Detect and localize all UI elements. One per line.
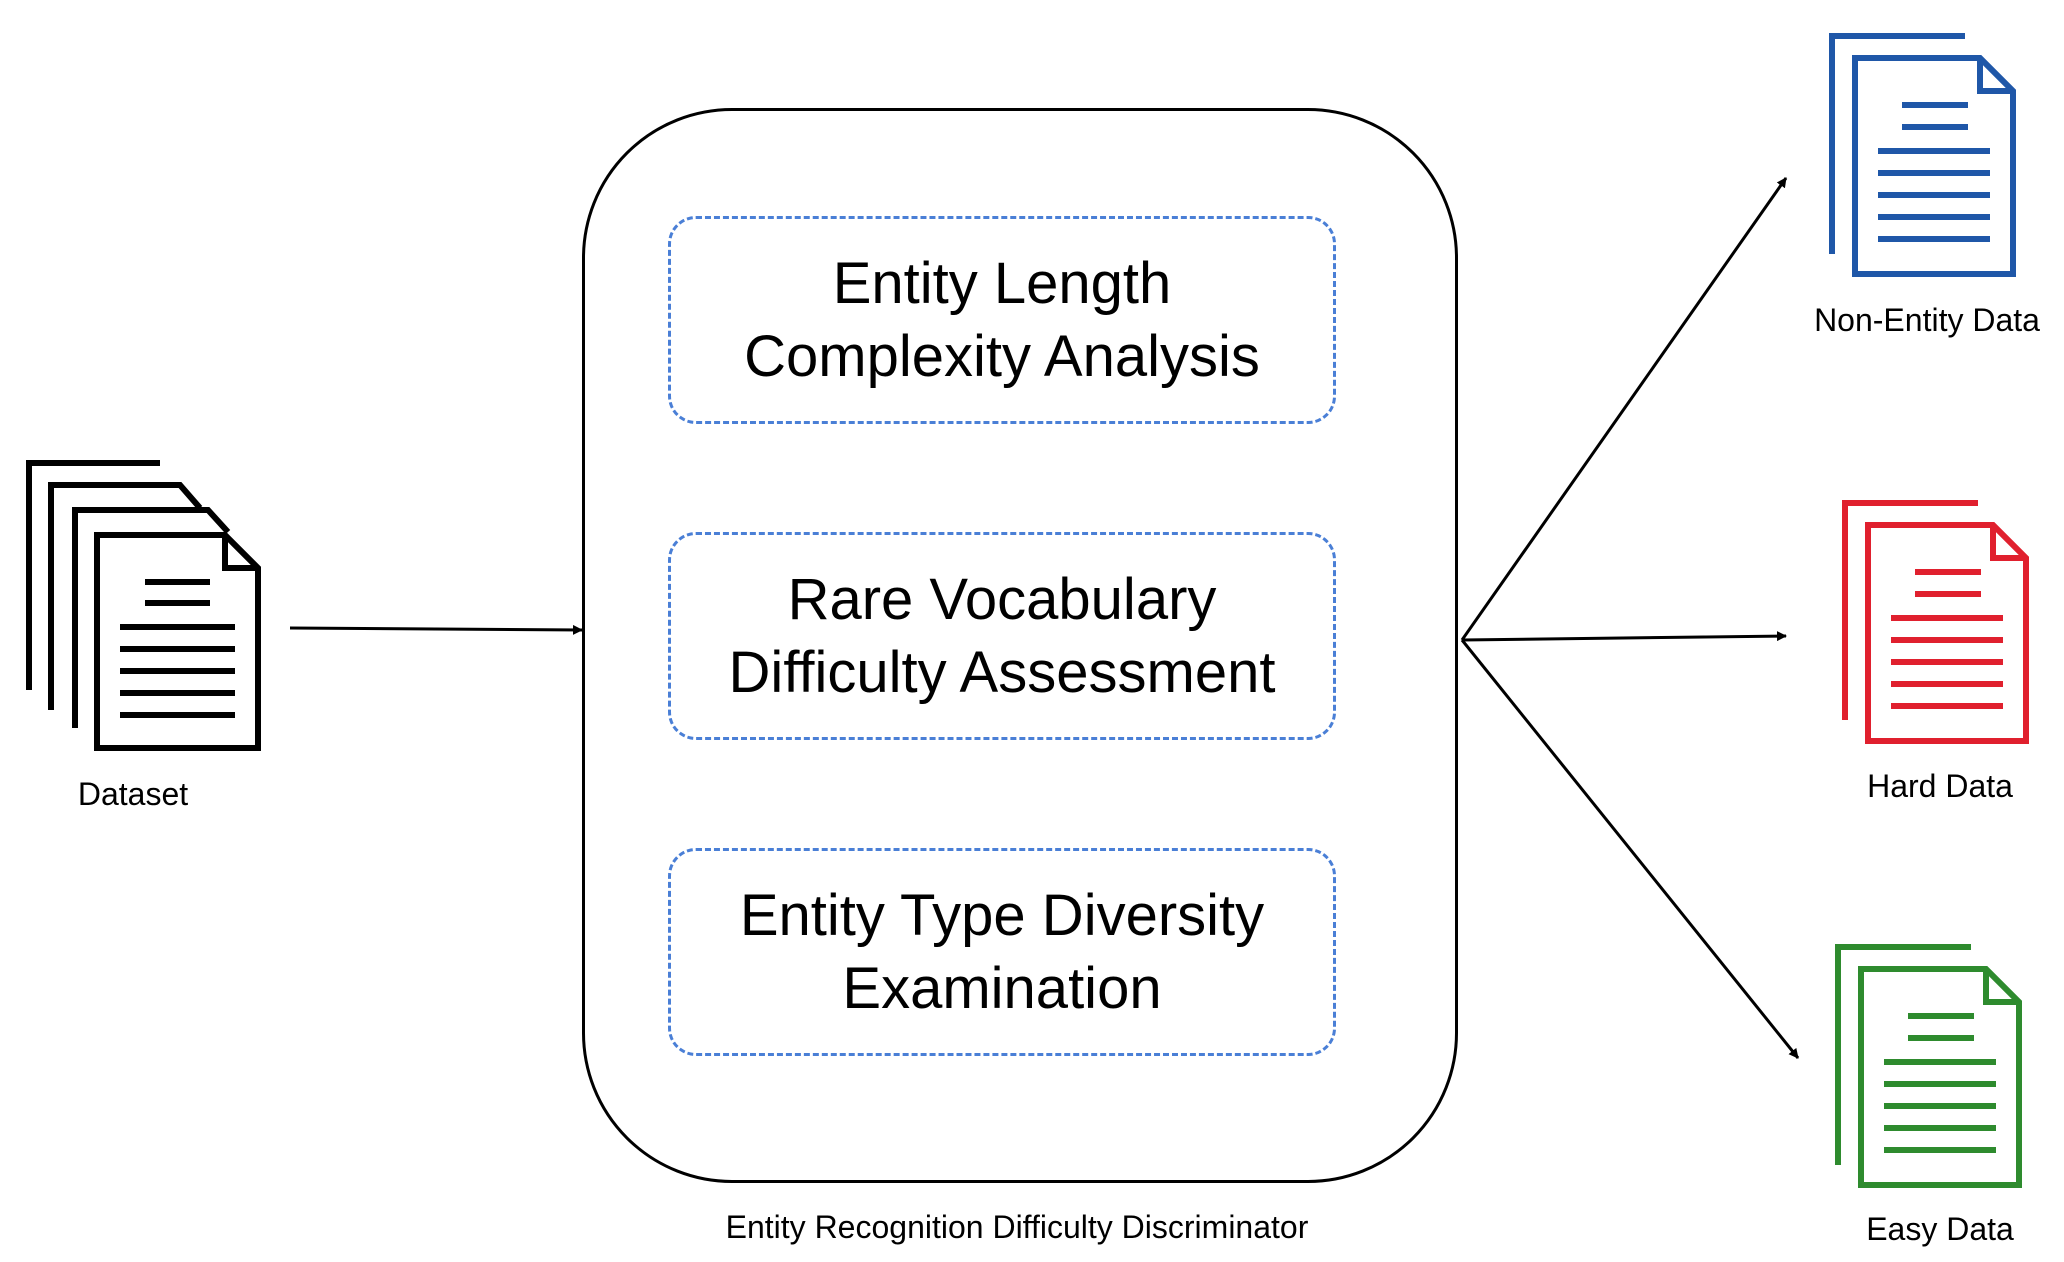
module-line: Rare Vocabulary <box>787 567 1217 632</box>
module-line: Entity Type Diversity <box>739 883 1265 948</box>
discriminator-box <box>582 108 1458 1183</box>
module-line: Difficulty Assessment <box>728 640 1276 705</box>
module-rare-vocabulary: Rare Vocabulary Difficulty Assessment <box>668 532 1336 740</box>
easy-data-label: Easy Data <box>1866 1211 2014 1247</box>
hard-data-icon <box>1842 500 2029 744</box>
dataset-page-mid2-icon <box>72 507 231 728</box>
dataset-page-mid1-icon <box>48 482 203 710</box>
non-entity-data-label: Non-Entity Data <box>1814 302 2040 338</box>
module-entity-length: Entity Length Complexity Analysis <box>668 216 1336 424</box>
arrow-to-easy <box>1460 639 1800 1059</box>
non-entity-data-icon <box>1829 33 2016 277</box>
arrow-to-non-entity <box>1460 177 1788 641</box>
dataset-label: Dataset <box>77 776 189 812</box>
module-line: Complexity Analysis <box>744 324 1260 389</box>
module-line: Examination <box>842 956 1162 1021</box>
arrow-to-hard <box>1461 631 1787 642</box>
dataset-stack-icon <box>26 460 261 751</box>
hard-data-label: Hard Data <box>1867 768 2013 804</box>
module-line: Entity Length <box>832 251 1172 316</box>
module-entity-type-diversity: Entity Type Diversity Examination <box>668 848 1336 1056</box>
easy-data-icon <box>1835 944 2022 1188</box>
input-arrow <box>289 624 583 635</box>
dataset-page-front-icon <box>94 532 261 751</box>
discriminator-caption: Entity Recognition Difficulty Discrimina… <box>725 1209 1309 1245</box>
dataset-page-back-icon <box>26 460 160 690</box>
